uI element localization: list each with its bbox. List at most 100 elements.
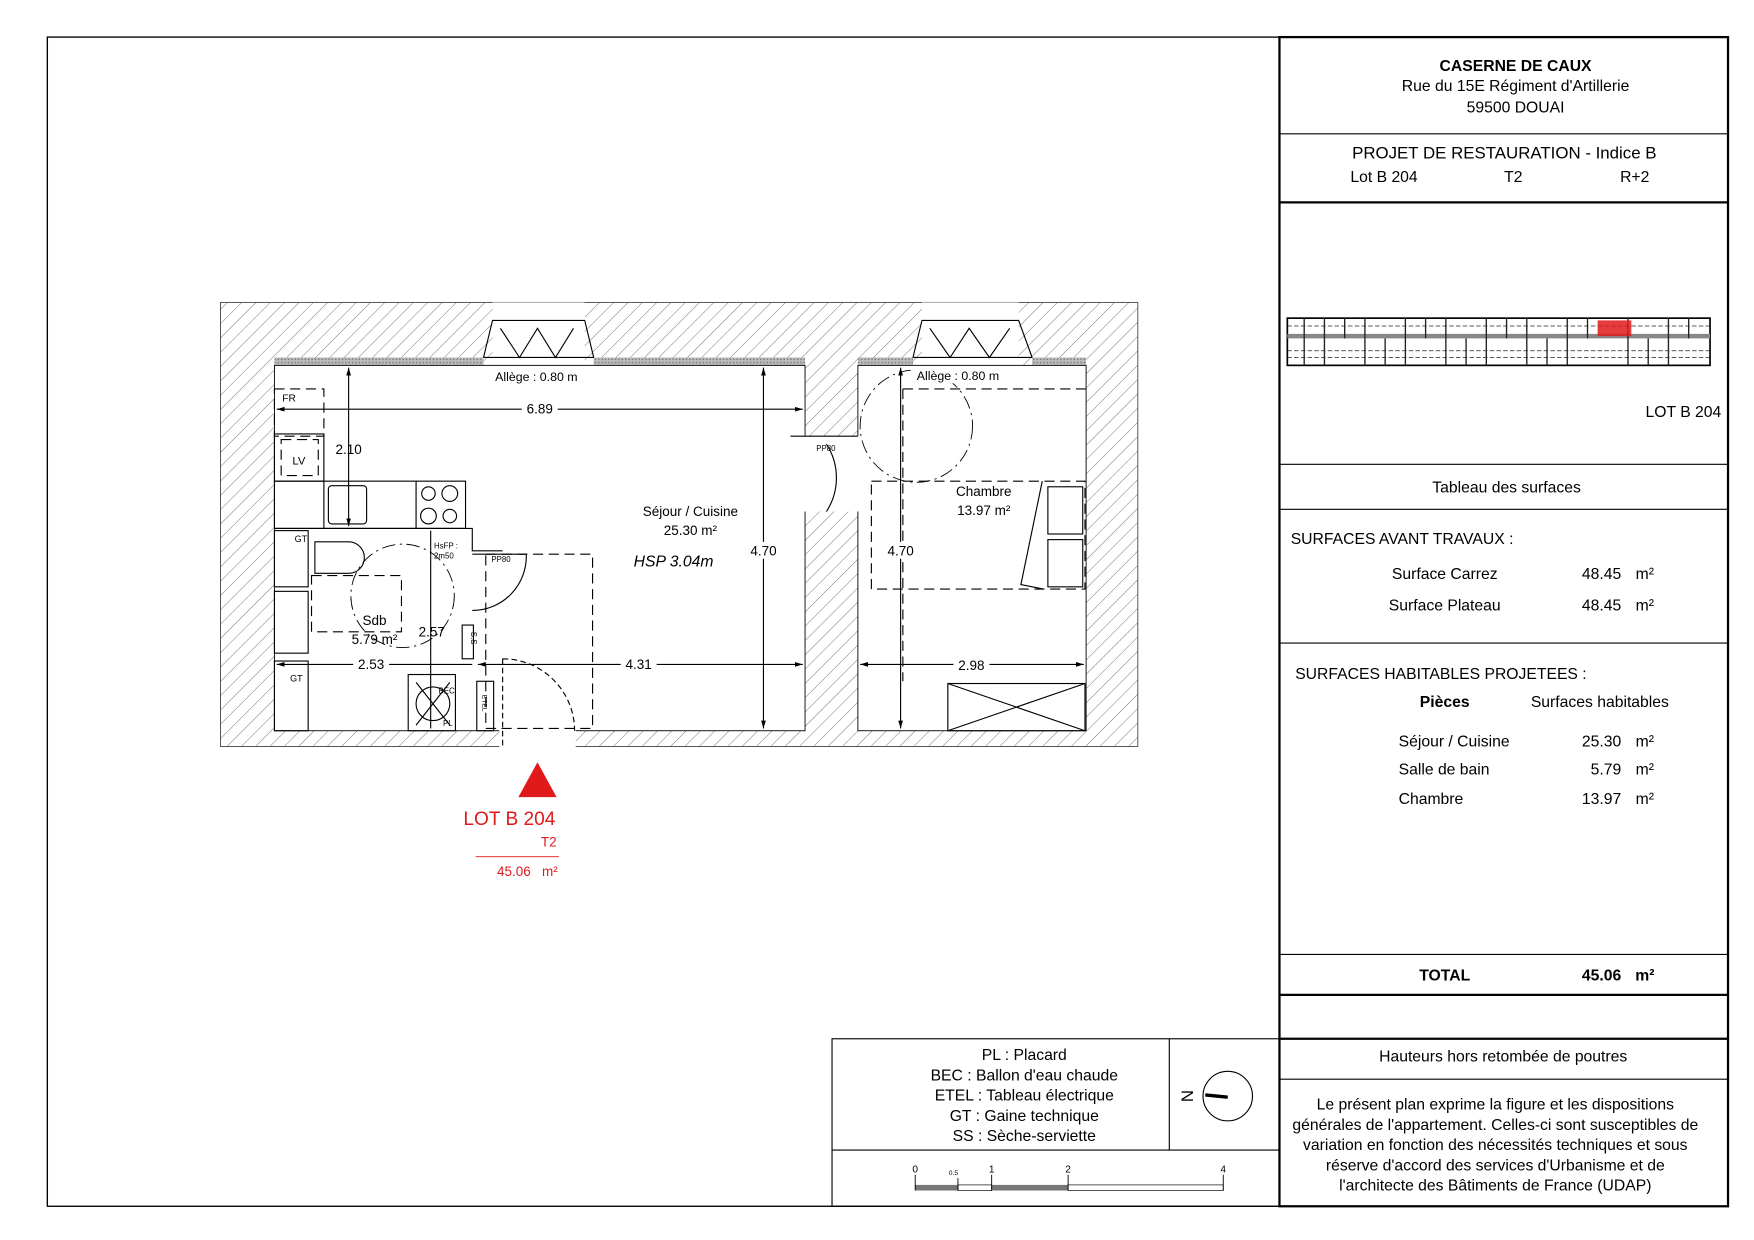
sill-height-left: Allège : 0.80 m xyxy=(495,370,577,384)
row-unit: m² xyxy=(1636,762,1654,779)
row-unit: m² xyxy=(1636,566,1654,583)
washbasin xyxy=(273,590,309,654)
row-unit: m² xyxy=(1636,791,1654,808)
row-label: Surface Plateau xyxy=(1389,597,1501,614)
legend-item: GT : Gaine technique xyxy=(950,1108,1099,1125)
north-label: N xyxy=(1178,1090,1197,1102)
room-area-living: 25.30 m² xyxy=(664,523,718,538)
label-closet: PL xyxy=(443,719,453,728)
table-row: Salle de bain 5.79 m² xyxy=(1399,762,1654,779)
water-heater xyxy=(407,673,456,732)
window-right xyxy=(921,302,1019,366)
lot-number: Lot B 204 xyxy=(1350,169,1418,186)
legend-item: ETEL : Tableau électrique xyxy=(935,1088,1114,1105)
label-towel-dryer: S.S xyxy=(469,632,478,645)
total-row: TOTAL 45.06 m² xyxy=(1419,967,1654,984)
legend-item: PL : Placard xyxy=(982,1047,1067,1064)
surfaces-table-title: Tableau des surfaces xyxy=(1432,479,1581,496)
dim-bath-height: 2.57 xyxy=(419,624,445,639)
key-plan-label: LOT B 204 xyxy=(1646,404,1722,421)
scale-tick: 0.5 xyxy=(949,1170,959,1177)
legend-box: PL : Placard BEC : Ballon d'eau chaude E… xyxy=(831,1038,1281,1207)
row-value: 5.79 xyxy=(1591,762,1622,779)
sill-height-right: Allège : 0.80 m xyxy=(917,369,999,383)
disclaimer-line: Le présent plan exprime la figure et les… xyxy=(1317,1097,1675,1114)
entry-arrow-icon xyxy=(518,762,557,798)
entry-area-unit: m² xyxy=(542,864,558,879)
dim-bedroom-width: 2.98 xyxy=(958,658,984,673)
key-plan-highlight xyxy=(1597,320,1632,337)
total-label: TOTAL xyxy=(1419,967,1470,984)
projected-heading: SURFACES HABITABLES PROJETEES : xyxy=(1295,666,1586,683)
room-name-bath: Sdb xyxy=(362,613,386,628)
row-unit: m² xyxy=(1636,733,1654,750)
label-fridge: FR xyxy=(282,393,295,404)
table-row: Séjour / Cuisine 25.30 m² xyxy=(1399,733,1654,750)
scale-tick: 2 xyxy=(1065,1165,1071,1176)
label-shaft-top: GT xyxy=(295,534,308,544)
row-value: 48.45 xyxy=(1582,566,1622,583)
dim-living-height: 4.70 xyxy=(750,543,776,558)
dim-living-lower-width: 4.31 xyxy=(626,657,652,672)
address-line-2: 59500 DOUAI xyxy=(1467,99,1565,116)
row-value: 13.97 xyxy=(1582,791,1621,808)
dim-bedroom-height: 4.70 xyxy=(887,543,913,558)
toilet xyxy=(314,541,365,574)
label-electric-panel: ETEL xyxy=(480,695,487,712)
legend-item: SS : Sèche-serviette xyxy=(953,1128,1097,1145)
room-area-bath: 5.79 m² xyxy=(352,632,398,647)
label-boiler: BEC xyxy=(439,687,455,696)
label-hsfp-value: 2m50 xyxy=(434,552,454,561)
row-label: Salle de bain xyxy=(1399,762,1490,779)
row-label: Séjour / Cuisine xyxy=(1399,733,1510,750)
legend-item: BEC : Ballon d'eau chaude xyxy=(931,1067,1119,1084)
row-label: Chambre xyxy=(1399,791,1464,808)
ceiling-height: HSP 3.04m xyxy=(634,554,714,571)
entry-marker: LOT B 204 T2 45.06 m² xyxy=(463,762,559,879)
floor-level: R+2 xyxy=(1620,169,1649,186)
col-header-surfaces: Surfaces habitables xyxy=(1531,694,1669,711)
disclaimer-line: réserve d'accord des services d'Urbanism… xyxy=(1326,1157,1665,1174)
dim-kitchen-depth: 2.10 xyxy=(335,442,361,457)
label-shaft-bottom: GT xyxy=(290,673,303,683)
address-line-1: Rue du 15E Régiment d'Artillerie xyxy=(1402,78,1630,95)
project-name: CASERNE DE CAUX xyxy=(1440,58,1592,75)
before-works-heading: SURFACES AVANT TRAVAUX : xyxy=(1291,531,1514,548)
entry-type-label: T2 xyxy=(541,835,557,850)
row-value: 48.45 xyxy=(1582,597,1622,614)
entry-area-value: 45.06 xyxy=(497,864,531,879)
label-hsfp: HsFP : xyxy=(434,542,458,551)
row-value: 25.30 xyxy=(1582,733,1622,750)
disclaimer-line: variation en fonction des nécessités tec… xyxy=(1303,1137,1688,1154)
heights-note: Hauteurs hors retombée de poutres xyxy=(1379,1048,1627,1065)
label-door-bedroom: PP80 xyxy=(816,444,836,453)
scale-tick: 4 xyxy=(1220,1165,1226,1176)
key-plan: LOT B 204 xyxy=(1286,317,1722,421)
floor-plan: Allège : 0.80 m Allège : 0.80 m 6.89 2.1… xyxy=(220,301,1139,748)
scale-bar: 0 0.5 1 2 4 xyxy=(912,1165,1226,1191)
label-washer: LV xyxy=(292,455,305,467)
row-unit: m² xyxy=(1636,597,1654,614)
table-row: Surface Plateau 48.45 m² xyxy=(1389,597,1654,614)
closet xyxy=(947,682,1086,732)
room-name-bedroom: Chambre xyxy=(956,484,1011,499)
dim-living-width: 6.89 xyxy=(527,402,553,417)
scale-tick: 1 xyxy=(989,1165,995,1176)
row-label: Surface Carrez xyxy=(1392,566,1498,583)
col-header-rooms: Pièces xyxy=(1420,694,1470,711)
project-title: PROJET DE RESTAURATION - Indice B xyxy=(1352,144,1656,163)
table-row: Surface Carrez 48.45 m² xyxy=(1392,566,1654,583)
scale-tick: 0 xyxy=(912,1165,918,1176)
room-name-living: Séjour / Cuisine xyxy=(643,504,738,519)
disclaimer-line: générales de l'appartement. Celles-ci so… xyxy=(1292,1117,1698,1134)
disclaimer-line: l'architecte des Bâtiments de France (UD… xyxy=(1339,1178,1651,1195)
window-left xyxy=(492,302,585,366)
apartment-type: T2 xyxy=(1504,169,1522,186)
label-door-bath: PP80 xyxy=(491,555,511,564)
fridge xyxy=(273,388,325,437)
living-room xyxy=(273,364,806,732)
title-block: CASERNE DE CAUX Rue du 15E Régiment d'Ar… xyxy=(1278,35,1730,1208)
total-value: 45.06 xyxy=(1582,967,1622,984)
dim-bath-width: 2.53 xyxy=(358,657,384,672)
total-unit: m² xyxy=(1635,967,1654,984)
